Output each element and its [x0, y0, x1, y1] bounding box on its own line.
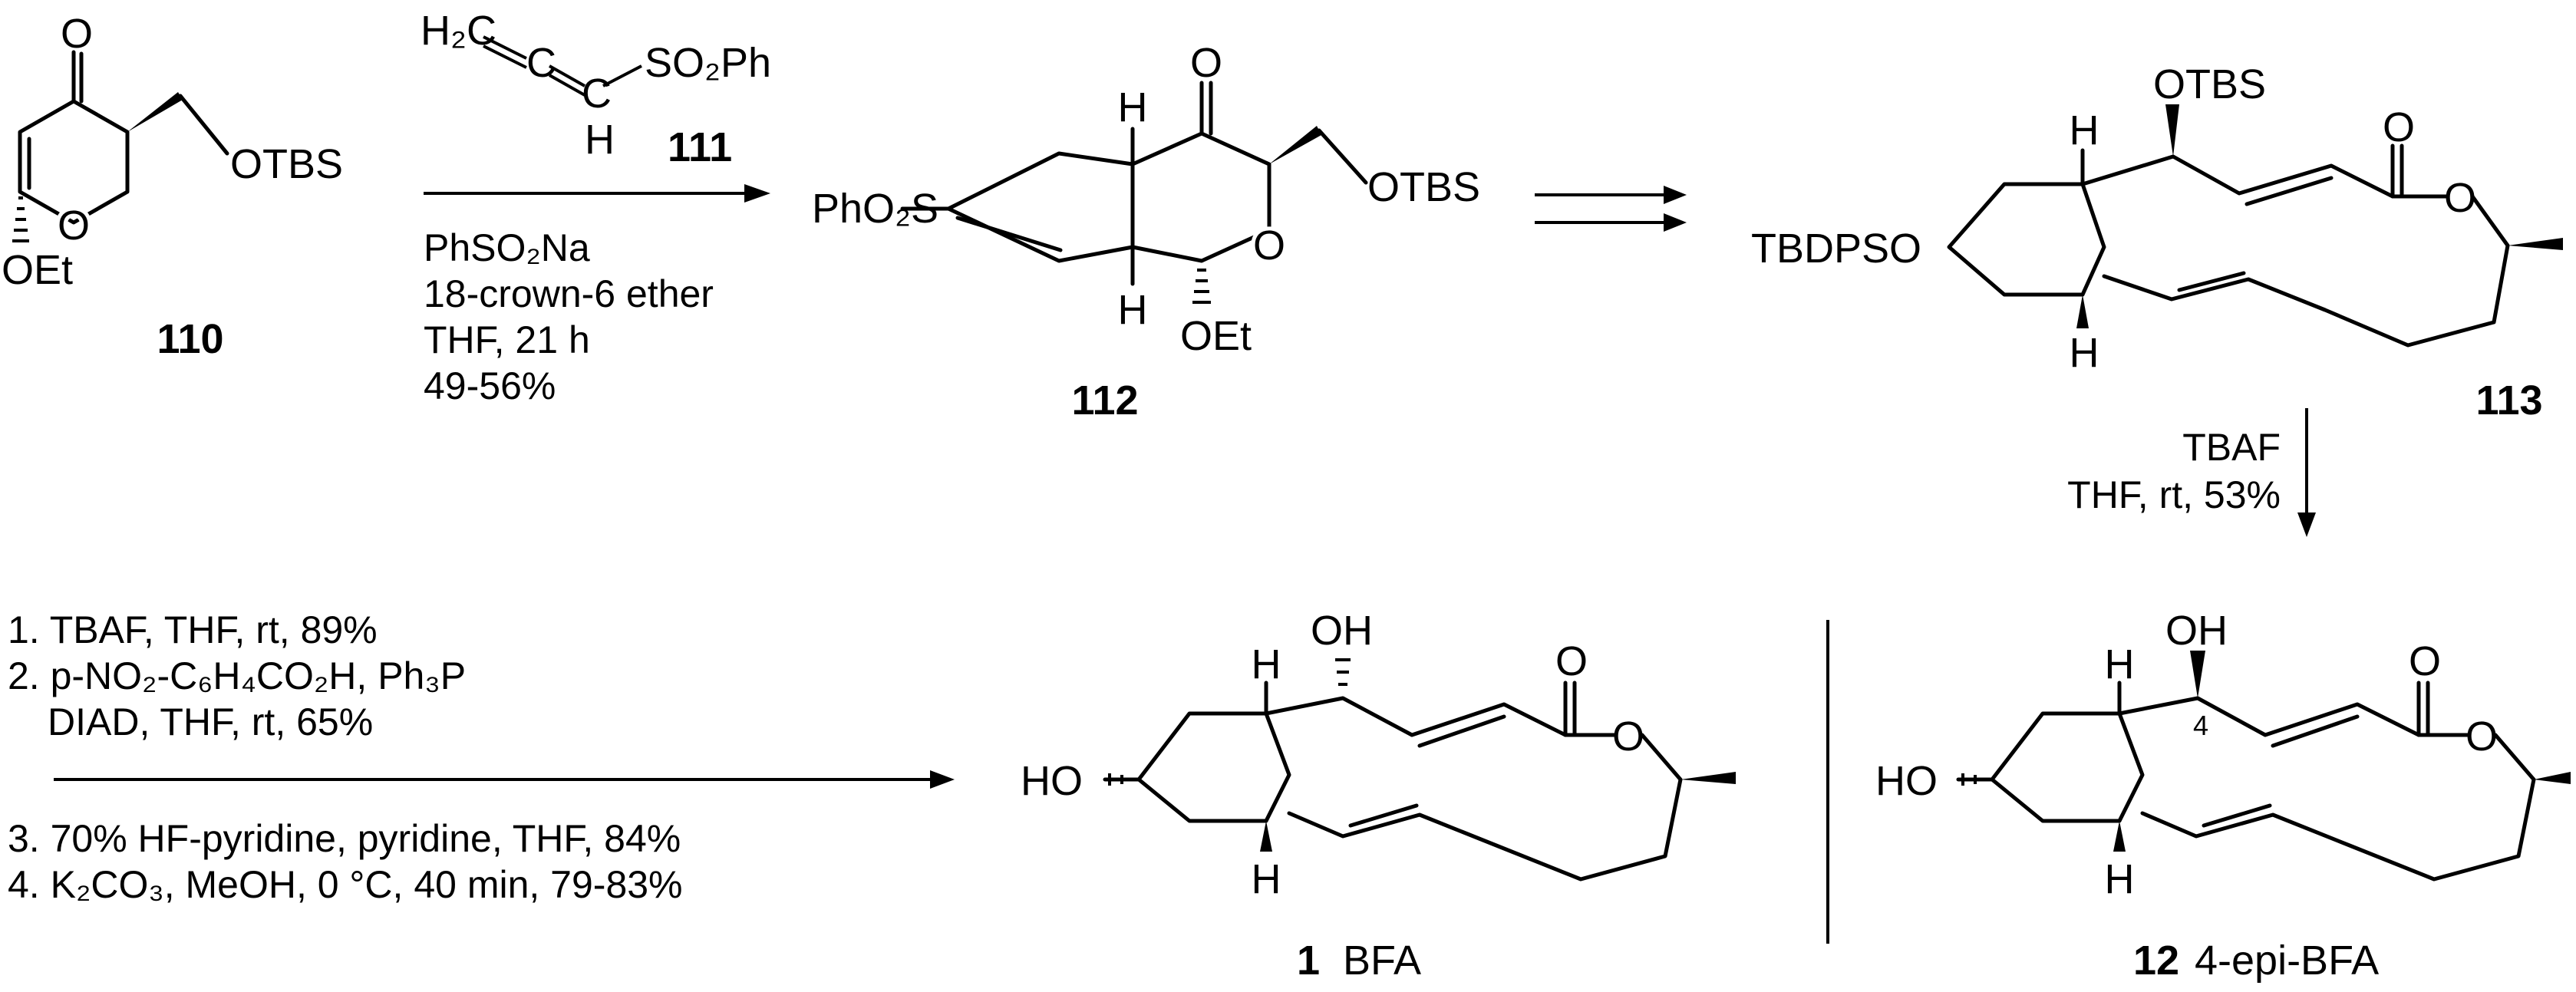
conditions-step1: PhSO₂Na 18-crown-6 ether THF, 21 h 49-56…: [424, 226, 714, 407]
c1-ho: HO: [1021, 758, 1083, 804]
c112-sulfonyl-label: PhO₂S: [812, 186, 938, 232]
c111-c2: C: [582, 71, 612, 117]
c113-h-top: H: [2070, 107, 2099, 153]
c113-number: 113: [2475, 377, 2542, 423]
c110-number: 110: [157, 316, 223, 362]
compound-110: O O OTBS OEt 110: [2, 11, 343, 362]
hashed-bond: [12, 196, 29, 242]
c111-so2ph: SO₂Ph: [645, 40, 771, 86]
step4-line-2: 2. p-NO₂-C₆H₄CO₂H, Ph₃P: [8, 654, 466, 697]
c113-tbdpso: TBDPSO: [1751, 226, 1921, 272]
c113-oxo: O: [2383, 104, 2415, 150]
c1-ring-o: O: [1612, 714, 1644, 760]
c1-oxo: O: [1555, 638, 1588, 684]
conditions-step3: TBAF THF, rt, 53%: [2067, 426, 2281, 516]
c1-number: 1: [1297, 938, 1320, 984]
conditions-step4: 1. TBAF, THF, rt, 89% 2. p-NO₂-C₆H₄CO₂H,…: [8, 608, 683, 906]
c113-otbs: OTBS: [2153, 61, 2266, 107]
step1-line-4: 49-56%: [424, 364, 556, 407]
c112-ring-o: O: [1253, 222, 1285, 269]
step4-line-5: 4. K₂CO₃, MeOH, 0 °C, 40 min, 79-83%: [8, 863, 683, 906]
step1-line-3: THF, 21 h: [424, 318, 590, 361]
compound-112: O O OTBS H H OEt PhO₂S 112: [812, 40, 1480, 423]
step4-line-1: 1. TBAF, THF, rt, 89%: [8, 608, 378, 651]
c1-name: BFA: [1343, 938, 1421, 984]
c12-number: 12: [2133, 938, 2179, 984]
c112-h-bottom: H: [1118, 287, 1148, 333]
c12-oxo: O: [2409, 638, 2441, 684]
compound-12-epi-bfa: OH O O HO H H 4 12 4-epi-BFA: [1875, 608, 2571, 984]
c12-h-top: H: [2105, 641, 2135, 687]
c110-oxo: O: [61, 11, 93, 57]
reaction-arrow-1: [424, 184, 770, 203]
c111-number: 111: [668, 124, 732, 170]
c12-position-label: 4: [2193, 710, 2208, 741]
c12-name: 4-epi-BFA: [2195, 938, 2379, 984]
step4-line-4: 3. 70% HF-pyridine, pyridine, THF, 84%: [8, 817, 681, 860]
c1-h-top: H: [1252, 641, 1281, 687]
c112-h-top: H: [1118, 84, 1148, 130]
step3-line-2: THF, rt, 53%: [2067, 473, 2281, 516]
step4-line-3: DIAD, THF, rt, 65%: [48, 700, 373, 743]
c113-ring-o: O: [2444, 175, 2476, 221]
multistep-arrow: [1535, 186, 1687, 232]
c1-h-bottom: H: [1252, 856, 1281, 902]
c110-alkoxy-label: OEt: [2, 247, 73, 293]
step1-line-1: PhSO₂Na: [424, 226, 590, 269]
c110-side-label: OTBS: [230, 141, 343, 187]
reagent-111: H₂C C C H SO₂Ph 111: [421, 8, 771, 170]
compound-1-bfa: OH O O HO H H 1 BFA: [1021, 608, 1736, 984]
compound-113: OTBS O O TBDPSO H H 113: [1751, 61, 2563, 423]
reaction-arrow-2: [2297, 408, 2316, 537]
c111-c1: C: [526, 40, 556, 86]
reaction-arrow-3: [54, 770, 955, 789]
step1-line-2: 18-crown-6 ether: [424, 272, 714, 315]
c12-oh: OH: [2165, 608, 2228, 654]
c12-ring-o: O: [2466, 714, 2498, 760]
c112-number: 112: [1071, 377, 1138, 423]
c12-ho: HO: [1875, 758, 1938, 804]
c12-h-bottom: H: [2105, 856, 2135, 902]
step3-line-1: TBAF: [2182, 426, 2281, 469]
c110-ring-o: O: [58, 203, 90, 249]
c111-h: H: [585, 117, 615, 163]
c112-side-label: OTBS: [1367, 164, 1480, 210]
c112-alkoxy-label: OEt: [1180, 313, 1252, 359]
c113-h-bottom: H: [2070, 330, 2099, 376]
c1-oh: OH: [1311, 608, 1373, 654]
c112-oxo: O: [1190, 40, 1222, 86]
